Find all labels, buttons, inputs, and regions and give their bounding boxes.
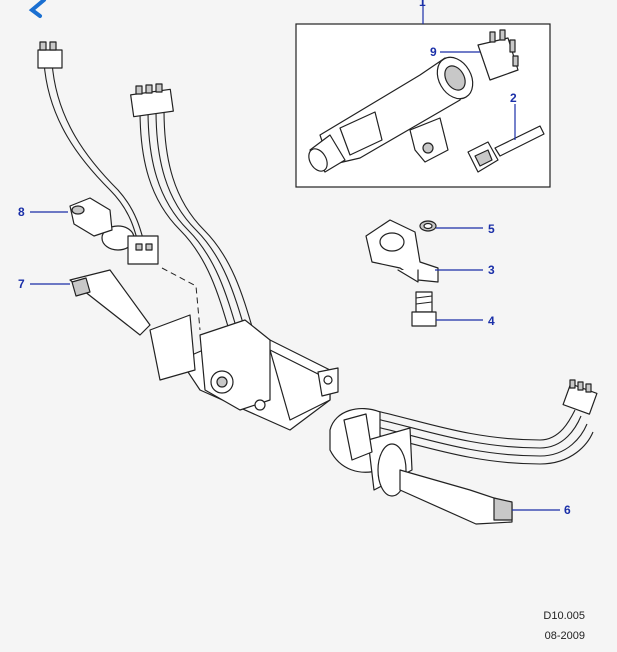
callout-6: 6 bbox=[564, 503, 571, 517]
callout-1: 1 bbox=[419, 0, 426, 9]
diagram-reference-code: D10.005 bbox=[543, 610, 585, 622]
ignition-key bbox=[467, 125, 545, 173]
callout-3: 3 bbox=[488, 263, 495, 277]
lock-switch-connector bbox=[477, 29, 519, 81]
callout-5: 5 bbox=[488, 222, 495, 236]
clamp-assembly bbox=[365, 219, 439, 327]
right-switch-assembly bbox=[329, 379, 598, 525]
callout-9: 9 bbox=[430, 45, 437, 59]
callout-4: 4 bbox=[488, 314, 495, 328]
callout-7: 7 bbox=[18, 277, 25, 291]
callout-8: 8 bbox=[18, 205, 25, 219]
chevron-left-icon[interactable] bbox=[28, 0, 46, 18]
callout-2: 2 bbox=[510, 91, 517, 105]
diagram-reference-date: 08-2009 bbox=[544, 630, 585, 642]
ignition-lock-barrel bbox=[308, 56, 474, 173]
left-switch-assembly bbox=[37, 41, 339, 431]
